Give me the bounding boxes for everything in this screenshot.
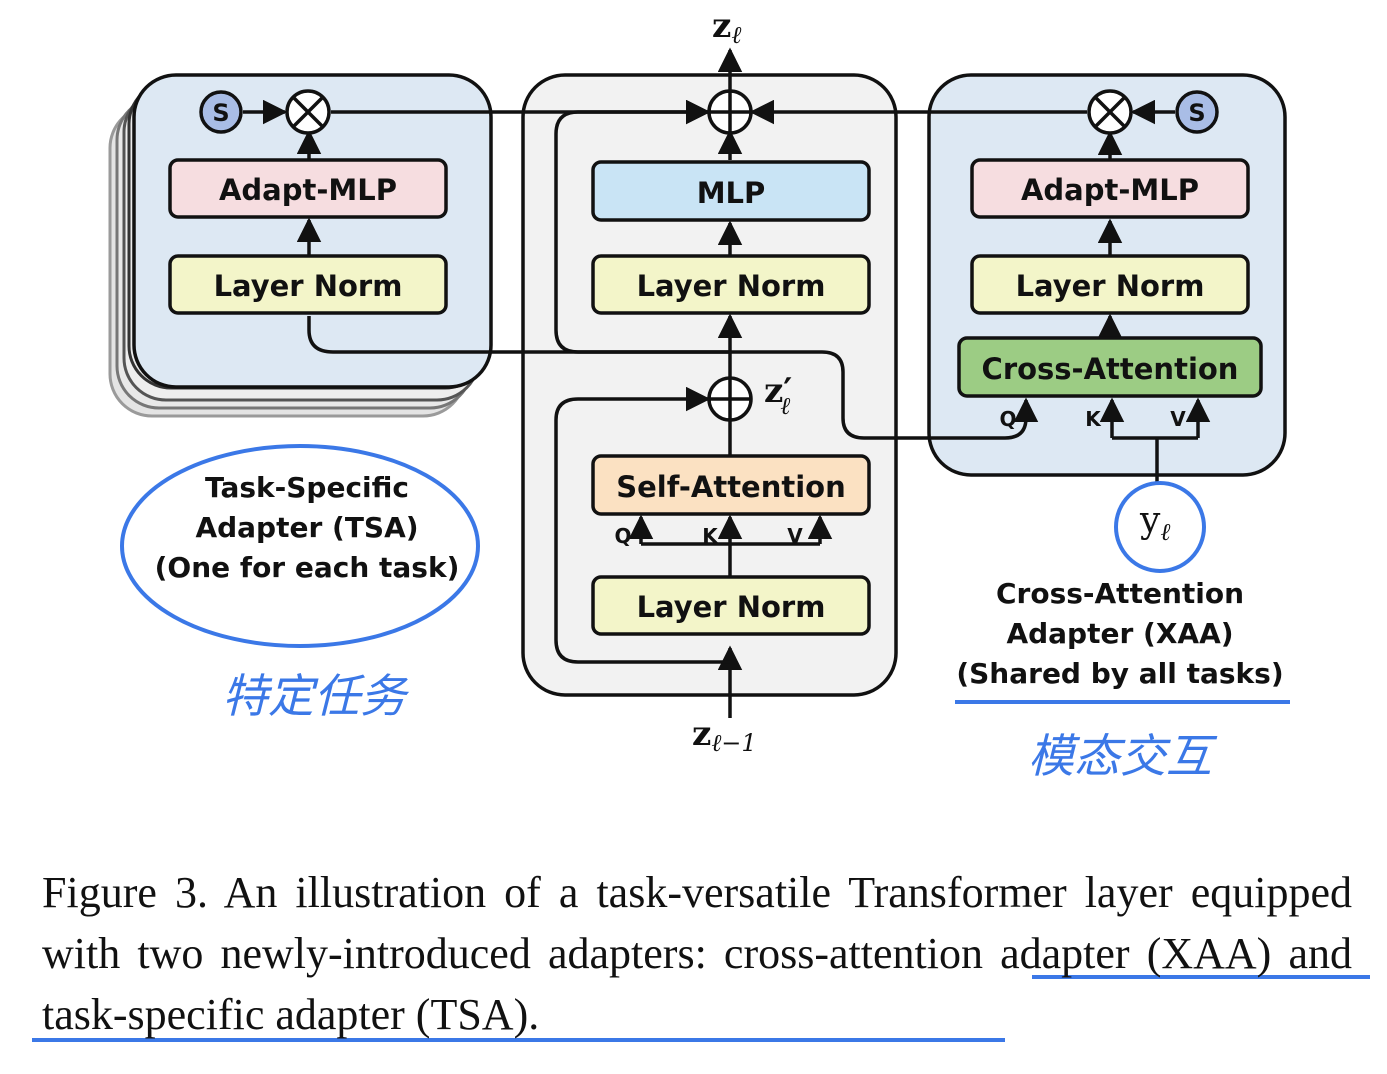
self-attention-label: Self-Attention: [616, 470, 846, 504]
tsa-layer-norm-label: Layer Norm: [214, 269, 403, 303]
layer-norm-top-label: Layer Norm: [637, 269, 826, 303]
tsa-scale-symbol: S: [212, 99, 229, 127]
self-attention-box: [591, 454, 871, 516]
xaa-multiply-icon: [1087, 89, 1133, 135]
transformer-panel: [521, 73, 898, 697]
layer-norm-bottom-box: [591, 575, 871, 636]
tsa-callout-line2: Adapter (TSA): [195, 511, 418, 544]
residual-add-mid-icon: [707, 376, 753, 422]
tsa-layer-norm-box: [168, 254, 448, 315]
xa-k-label: K: [1085, 407, 1102, 431]
xa-v-label: V: [1170, 407, 1186, 431]
figure-caption: Figure 3. An illustration of a task-vers…: [42, 868, 1352, 1039]
tsa-callout-line3: (One for each task): [155, 551, 460, 584]
cross-attention-label: Cross-Attention: [982, 352, 1239, 386]
tsa-adapt-mlp-box: [168, 158, 448, 219]
y-label: yℓ: [1139, 500, 1170, 546]
tsa-scale-circle: [199, 90, 243, 134]
mlp-label: MLP: [697, 176, 766, 210]
mlp-box: [591, 160, 871, 222]
sa-q-label: Q: [614, 524, 631, 548]
sa-k-label: K: [702, 524, 719, 548]
handwritten-note-left: 特定任务: [222, 669, 410, 723]
xaa-callout-line2: Adapter (XAA): [1006, 617, 1233, 650]
cross-attention-box: [957, 336, 1263, 398]
xa-q-label: Q: [999, 407, 1016, 431]
tsa-callout-ellipse: [120, 444, 480, 648]
connections: [243, 47, 1211, 718]
xaa-scale-symbol: S: [1188, 99, 1205, 127]
xaa-adapt-mlp-label: Adapt-MLP: [1021, 173, 1199, 207]
tsa-callout-line1: Task-Specific: [205, 471, 409, 504]
layer-norm-top-box: [591, 254, 871, 315]
input-z-label: zℓ−1: [692, 714, 757, 757]
output-z-label: zℓ: [712, 6, 741, 49]
tsa-multiply-icon: [285, 89, 331, 135]
xaa-callout-line1: Cross-Attention: [996, 577, 1244, 610]
y-input-circle: [1114, 481, 1206, 573]
xaa-scale-circle: [1175, 90, 1219, 134]
tsa-adapt-mlp-label: Adapt-MLP: [219, 173, 397, 207]
xaa-adapt-mlp-box: [970, 158, 1250, 219]
xaa-layer-norm-label: Layer Norm: [1016, 269, 1205, 303]
mid-z-label: z′ℓ: [764, 371, 792, 420]
handwritten-note-right: 模态交互: [1028, 729, 1218, 783]
xaa-callout-line3: (Shared by all tasks): [956, 657, 1283, 690]
xaa-layer-norm-box: [970, 254, 1250, 315]
layer-norm-bottom-label: Layer Norm: [637, 590, 826, 624]
residual-add-top-icon: [707, 89, 753, 135]
sa-v-label: V: [787, 524, 803, 548]
